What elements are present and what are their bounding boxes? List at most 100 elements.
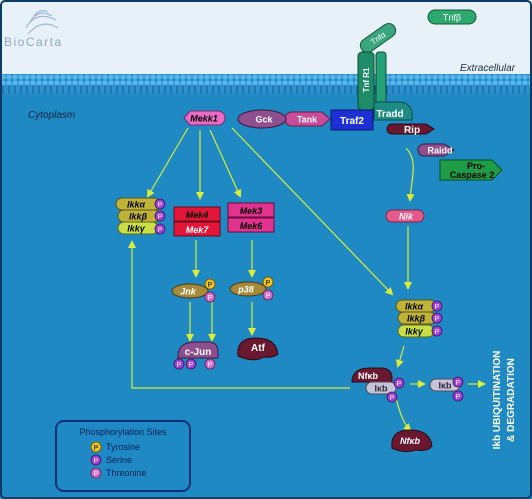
- svg-text:Ikkβ: Ikkβ: [129, 212, 148, 222]
- jnk-threonine-site: [204, 291, 216, 303]
- svg-text:Iκb: Iκb: [438, 381, 452, 391]
- svg-text:P: P: [266, 280, 271, 287]
- logo-swirl-icon: [25, 10, 59, 35]
- mek4: Mek4: [173, 206, 221, 222]
- c-jun-serine-site-1: [173, 358, 185, 370]
- ikk-beta-right: Ikkβ P: [397, 311, 443, 325]
- legend-item-threonine: P Threonine: [90, 467, 147, 479]
- tank: Tank: [284, 111, 331, 127]
- extracellular-label: Extracellular: [460, 63, 516, 74]
- svg-text:P: P: [390, 395, 395, 402]
- svg-text:Nfκb: Nfκb: [358, 371, 379, 381]
- ikk-alpha-left-serine-site: [154, 198, 166, 210]
- tnf-receptor-1: Tnf R1: [357, 51, 387, 111]
- arrow-rip-nik: [405, 147, 415, 202]
- raidd: Raidd: [417, 143, 455, 157]
- ikb-bound-serine-site-1: [393, 377, 405, 389]
- svg-text:Ikkγ: Ikkγ: [127, 224, 146, 234]
- ikk-beta-left: Ikkβ P: [117, 209, 166, 223]
- svg-text:P: P: [266, 293, 271, 300]
- legend-title: Phosphorylation Sites: [79, 427, 167, 437]
- ikk-alpha-left: Ikkα P: [115, 197, 166, 211]
- phosphorylation-legend: Phosphorylation Sites P Tyrosine P Serin…: [55, 420, 191, 492]
- pathway-arrows: [128, 127, 486, 432]
- p38-threonine-site: [262, 289, 274, 301]
- mek6: Mek6: [227, 217, 275, 233]
- svg-text:& DEGRADATION: & DEGRADATION: [506, 358, 517, 442]
- nfkb-ikb-complex: Nfκb Iκb P P: [351, 367, 405, 403]
- nik: Nik: [385, 209, 425, 223]
- arrow-feedback-ikk-left: [128, 240, 350, 389]
- tnf-beta: Tnfβ: [427, 9, 477, 25]
- svg-text:P: P: [94, 458, 99, 465]
- ikb-free-serine-site-1: [452, 376, 464, 388]
- svg-text:Rip: Rip: [404, 125, 420, 136]
- svg-text:P: P: [94, 445, 99, 452]
- svg-text:P: P: [158, 202, 163, 209]
- arrow-complex-nfkb: [395, 397, 412, 432]
- svg-text:P: P: [208, 282, 213, 289]
- cytoplasm-label: Cytoplasm: [28, 110, 75, 121]
- biocarta-logo: BioCarta: [4, 10, 63, 49]
- jnk: Jnk P P: [171, 278, 216, 303]
- degradation-label: Ikb UBIQUITINATION & DEGRADATION: [492, 351, 517, 450]
- svg-text:Tyrosine: Tyrosine: [106, 442, 140, 452]
- ikb-bound: [365, 381, 397, 395]
- svg-text:Traf2: Traf2: [340, 116, 364, 127]
- nfkb-bound: [351, 367, 393, 383]
- svg-text:Tradd: Tradd: [376, 109, 403, 120]
- mek7: Mek7: [173, 221, 221, 237]
- svg-text:Serine: Serine: [106, 455, 132, 465]
- p38: p38 P P: [229, 276, 274, 301]
- arrow-mekk1-ikk-right: [231, 127, 394, 296]
- svg-text:P: P: [208, 295, 213, 302]
- svg-text:P: P: [456, 380, 461, 387]
- svg-text:Atf: Atf: [251, 343, 266, 354]
- ikk-beta-right-serine-site: [431, 312, 443, 324]
- nfkb-free: Nfκb: [391, 429, 433, 453]
- svg-text:Mek3: Mek3: [240, 206, 263, 216]
- svg-text:P: P: [208, 362, 213, 369]
- ikk-gamma-right: Ikkγ P: [397, 324, 443, 338]
- svg-text:Iκb: Iκb: [374, 384, 388, 394]
- legend-item-serine: P Serine: [90, 454, 132, 466]
- atf: Atf: [237, 337, 279, 361]
- svg-text:Tank: Tank: [297, 115, 318, 125]
- ikb-free: Iκb P P: [429, 376, 464, 402]
- svg-text:Mek6: Mek6: [240, 221, 264, 231]
- jnk-tyrosine-site: [204, 278, 216, 290]
- gck: Gck: [237, 109, 287, 129]
- ikk-alpha-right-serine-site: [431, 300, 443, 312]
- svg-text:P: P: [94, 471, 99, 478]
- ikk-gamma-left: Ikkγ P: [117, 221, 166, 235]
- ikk-gamma-left-serine-site: [154, 223, 166, 235]
- svg-text:Ikkγ: Ikkγ: [405, 327, 424, 337]
- rip: Rip: [386, 123, 435, 136]
- ikk-beta-left-serine-site: [154, 210, 166, 222]
- svg-text:P: P: [435, 329, 440, 336]
- svg-text:P: P: [177, 362, 182, 369]
- svg-text:Gck: Gck: [255, 115, 273, 125]
- p38-tyrosine-site: [262, 276, 274, 288]
- ikk-gamma-right-serine-site: [431, 325, 443, 337]
- svg-text:Ikkα: Ikkα: [127, 200, 146, 210]
- svg-text:Caspase 2: Caspase 2: [450, 170, 495, 180]
- legend-item-tyrosine: P Tyrosine: [90, 441, 140, 453]
- ikb-free-serine-site-2: [452, 390, 464, 402]
- svg-text:Nfκb: Nfκb: [400, 436, 421, 446]
- brand-name: BioCarta: [4, 35, 63, 49]
- svg-text:c-Jun: c-Jun: [185, 347, 212, 358]
- svg-text:Ikkα: Ikkα: [405, 302, 424, 312]
- svg-text:Ikkβ: Ikkβ: [407, 314, 426, 324]
- svg-text:Tnfβ: Tnfβ: [443, 13, 461, 23]
- ikb-bound-serine-site-2: [386, 391, 398, 403]
- traf2: Traf2: [330, 109, 374, 131]
- arrow-mekk1-ikk-left: [146, 127, 189, 198]
- mek3: Mek3: [227, 202, 275, 218]
- arrow-mekk1-mek36: [209, 129, 242, 198]
- svg-text:Pro-: Pro-: [467, 161, 485, 171]
- svg-text:P: P: [456, 394, 461, 401]
